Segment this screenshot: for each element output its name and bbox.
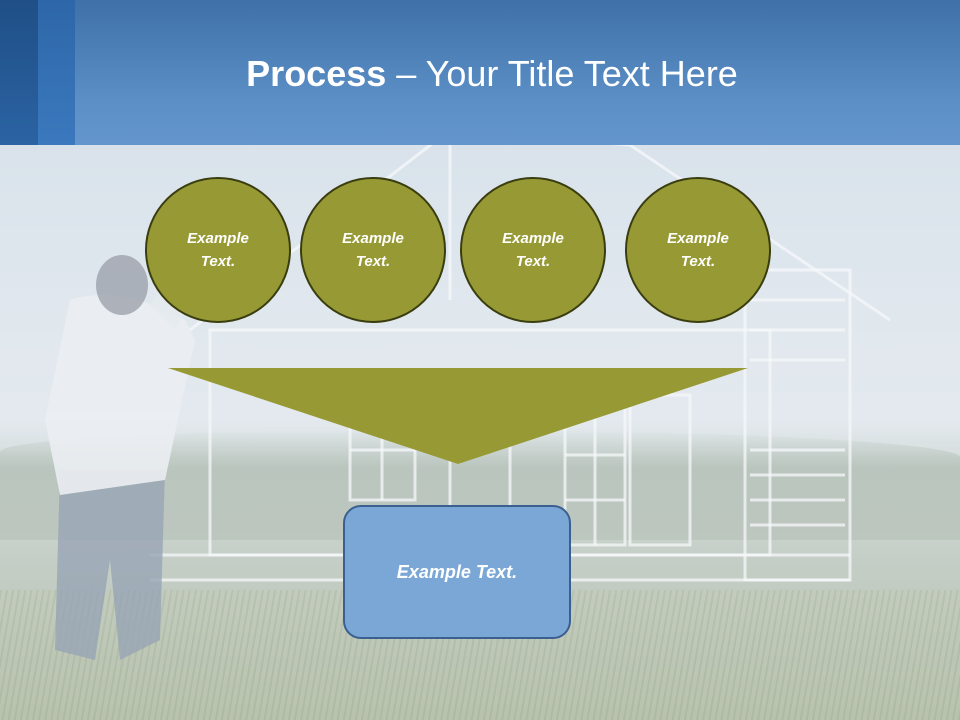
header-accent-strip-mid xyxy=(38,0,75,145)
circle-3-line-1: Example xyxy=(502,230,564,247)
slide-title: Process – Your Title Text Here xyxy=(0,52,960,96)
circle-2-line-2: Text. xyxy=(355,253,391,270)
circle-1-line-1: Example xyxy=(187,230,249,247)
circle-2-line-1: Example xyxy=(342,230,404,247)
circle-3-line-2: Text. xyxy=(515,253,551,270)
title-bar: Process – Your Title Text Here xyxy=(0,0,960,145)
slide-title-bold: Process xyxy=(246,53,387,94)
result-box[interactable]: Example Text. xyxy=(343,505,571,639)
circle-1-line-2: Text. xyxy=(200,253,236,270)
result-box-text: Example Text. xyxy=(396,561,518,582)
slide-title-rest: – Your Title Text Here xyxy=(386,53,738,94)
circle-4-line-2: Text. xyxy=(680,253,716,270)
circle-4-line-1: Example xyxy=(667,230,729,247)
header-accent-strip-dark xyxy=(0,0,38,145)
